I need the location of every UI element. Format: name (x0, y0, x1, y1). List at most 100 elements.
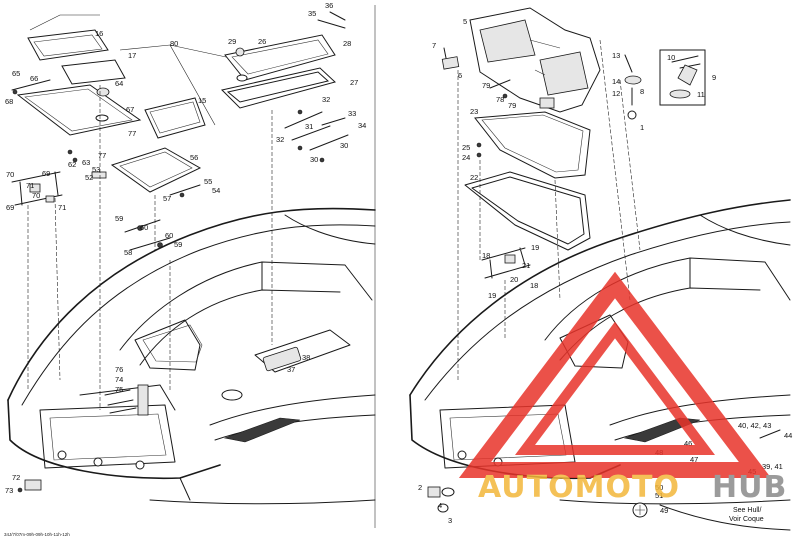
callout-56: 56 (190, 153, 198, 162)
part-56-lid (110, 147, 202, 193)
callout-70b: 70 (32, 191, 40, 200)
callout-2: 2 (418, 483, 422, 492)
part-64-knob (96, 87, 110, 97)
left-side-vent (223, 417, 301, 443)
callout-39-41: 39, 41 (762, 462, 783, 471)
callout-7: 7 (432, 41, 436, 50)
callout-79b: 79 (508, 101, 516, 110)
callout-77b: 77 (98, 151, 106, 160)
part-16-mat (27, 29, 109, 61)
part-26-cover (224, 34, 336, 81)
right-seat-edge (699, 214, 791, 246)
right-exploded-parts (427, 7, 781, 518)
figure-code: 34J/7/07m-09h-09h-10h-11h-12h (4, 532, 70, 537)
part-66-strap (11, 79, 51, 91)
callout-26: 26 (258, 37, 266, 46)
callout-10: 10 (667, 53, 675, 62)
callout-19a: 19 (531, 243, 539, 252)
callout-52: 52 (85, 173, 93, 182)
callout-59b: 59 (174, 240, 182, 249)
callout-51: 51 (655, 491, 663, 500)
part-35-cable (317, 19, 346, 29)
part-14-cap (624, 75, 642, 85)
part-11-seal (669, 89, 691, 99)
callout-11: 11 (697, 90, 705, 99)
callout-76: 76 (115, 365, 123, 374)
callout-31: 31 (305, 122, 313, 131)
callout-75: 75 (115, 385, 123, 394)
left-assembly-guides (27, 85, 273, 410)
part-22-gasket (464, 171, 591, 251)
callout-30b: 30 (310, 155, 318, 164)
part-2-drain (427, 486, 441, 498)
callout-30a: 30 (340, 141, 348, 150)
callout-20: 20 (510, 275, 518, 284)
part-53-bracket (91, 171, 107, 179)
callout-68: 68 (5, 97, 13, 106)
callout-18a: 18 (482, 251, 490, 260)
callout-71b: 71 (58, 203, 66, 212)
watermark-text-automoto: AUTOMOTO (478, 470, 680, 505)
callout-71a: 71 (26, 181, 34, 190)
callout-54: 54 (212, 186, 220, 195)
right-deck-outline (409, 199, 791, 396)
callout-18b: 18 (530, 281, 538, 290)
part-5-gauge-recess-left (479, 19, 536, 63)
callout-33: 33 (348, 109, 356, 118)
callout-15: 15 (198, 96, 206, 105)
part-3-plug (437, 503, 449, 513)
callout-9: 9 (712, 73, 716, 82)
callout-50: 50 (655, 483, 663, 492)
callout-46: 46 (684, 439, 692, 448)
part-hinge-right (539, 97, 555, 109)
callout-1: 1 (640, 123, 644, 132)
callout-38: 38 (302, 353, 310, 362)
see-hull-note-line1: See Hull/ (733, 507, 761, 514)
part-15-mat (144, 97, 206, 139)
callout-12: 12 (612, 89, 620, 98)
part-18-21-hinge (481, 247, 531, 279)
callout-19b: 19 (488, 291, 496, 300)
callout-36: 36 (325, 1, 333, 10)
callout-4: 4 (438, 501, 442, 510)
callout-14: 14 (612, 77, 620, 86)
callout-27: 27 (350, 78, 358, 87)
callout-60b: 60 (165, 231, 173, 240)
callout-53: 53 (92, 165, 100, 174)
left-drain-plug (221, 389, 243, 401)
callout-13: 13 (612, 51, 620, 60)
left-callouts: 16 17 80 15 64 67 77 77 65 66 68 62 63 5… (5, 1, 366, 495)
callout-23: 23 (470, 107, 478, 116)
callout-69: 69 (42, 169, 50, 178)
callout-35: 35 (308, 9, 316, 18)
callout-69: 69 (6, 203, 14, 212)
left-deck-outline (7, 207, 376, 401)
callout-79a: 79 (482, 81, 490, 90)
callout-25: 25 (462, 143, 470, 152)
watermark-text-hub: HUB (712, 470, 787, 505)
left-gunwale (209, 394, 376, 426)
callout-63: 63 (82, 158, 90, 167)
callout-29: 29 (228, 37, 236, 46)
callout-44: 44 (784, 431, 792, 440)
callout-32b: 32 (276, 135, 284, 144)
callout-28: 28 (343, 39, 351, 48)
callout-77a: 77 (128, 129, 136, 138)
callout-57: 57 (163, 194, 171, 203)
part-58-60-rods (124, 219, 171, 251)
left-hull-bottom (149, 499, 376, 505)
left-exploded-parts (11, 11, 349, 493)
left-rear-storage-bin (39, 404, 176, 469)
callout-58: 58 (124, 248, 132, 257)
part-6-hinge (441, 56, 460, 70)
callout-55: 55 (204, 177, 212, 186)
callout-5: 5 (463, 17, 467, 26)
callout-62: 62 (68, 160, 76, 169)
part-72-bracket (24, 479, 42, 491)
part-23-cover (474, 111, 591, 179)
right-assembly-guides (457, 39, 641, 380)
left-stern-outline (7, 399, 221, 480)
callout-78: 78 (496, 95, 504, 104)
